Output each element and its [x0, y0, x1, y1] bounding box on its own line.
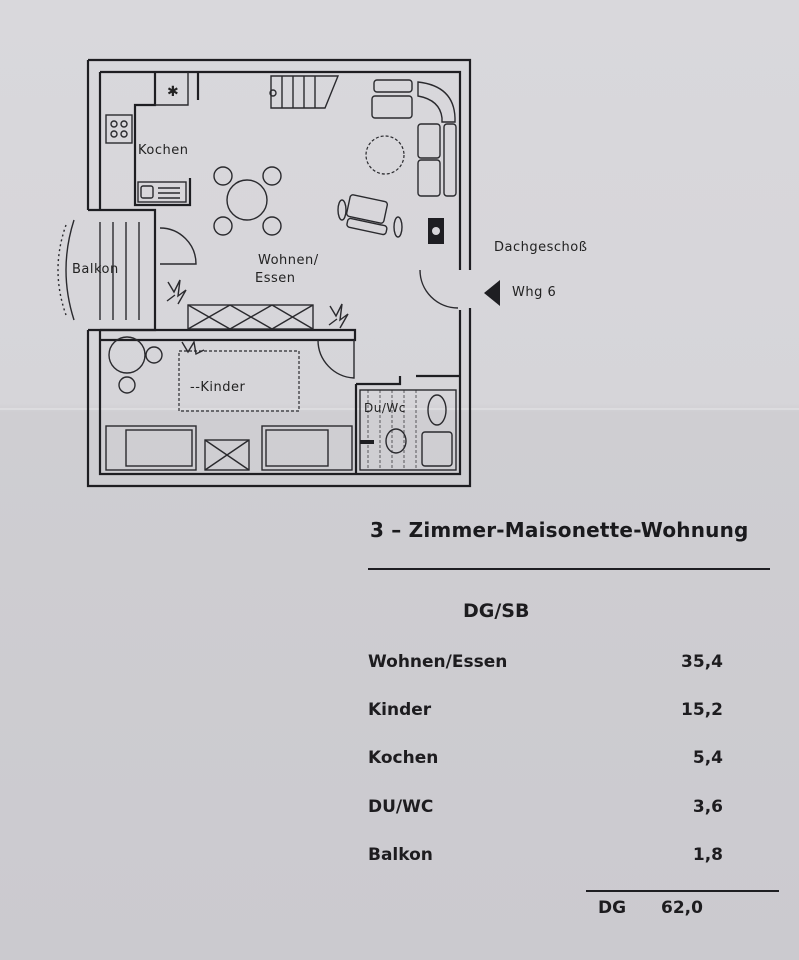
area-value: 5,4 [692, 748, 723, 768]
total-divider [586, 890, 779, 892]
interior-walls [100, 269, 460, 474]
room-label-kochen: Kochen [138, 143, 189, 158]
bathroom [359, 389, 457, 471]
area-value: 3,6 [692, 797, 723, 817]
area-value: 35,4 [681, 652, 723, 672]
area-name: Kinder [368, 700, 432, 720]
area-name: Balkon [368, 845, 433, 865]
room-label-kinder: --Kinder [190, 380, 246, 395]
plant-icon [166, 279, 349, 356]
section-subtitle: DG/SB [463, 600, 530, 622]
apartment-title: 3 – Zimmer-Maisonette-Wohnung [370, 518, 749, 542]
area-name: Wohnen/Essen [368, 652, 508, 672]
unit-label: Whg 6 [512, 285, 557, 300]
area-value: 1,8 [692, 845, 723, 865]
room-label-duwc: Du/Wc [364, 401, 406, 415]
outer-walls [86, 58, 472, 488]
area-row: DU/WC 3,6 [368, 797, 723, 819]
area-row: Balkon 1,8 [368, 845, 723, 867]
kids-room [105, 336, 353, 471]
area-name: DU/WC [368, 797, 434, 817]
kitchen-walls [105, 72, 200, 207]
paper-fold [0, 408, 799, 410]
floor-plan: ✱ [57, 58, 500, 488]
area-row: Wohnen/Essen 35,4 [368, 652, 723, 674]
title-divider [368, 568, 770, 570]
dining-table [213, 166, 282, 236]
room-label-balkon: Balkon [72, 262, 119, 277]
room-label-wohnen: Wohnen/ [258, 253, 319, 268]
area-value: 15,2 [681, 700, 723, 720]
floor-label: Dachgeschoß [494, 240, 588, 255]
stairs-icon [269, 75, 340, 109]
fridge-marker: ✱ [167, 84, 179, 100]
area-row: Kinder 15,2 [368, 700, 723, 722]
total-value: 62,0 [661, 898, 703, 918]
entrance-arrow-icon [484, 280, 500, 306]
sofa [337, 79, 457, 244]
room-label-essen: Essen [255, 271, 296, 286]
area-row: Kochen 5,4 [368, 748, 723, 770]
total-label: DG [598, 898, 627, 918]
area-name: Kochen [368, 748, 439, 768]
balcony [57, 208, 197, 332]
